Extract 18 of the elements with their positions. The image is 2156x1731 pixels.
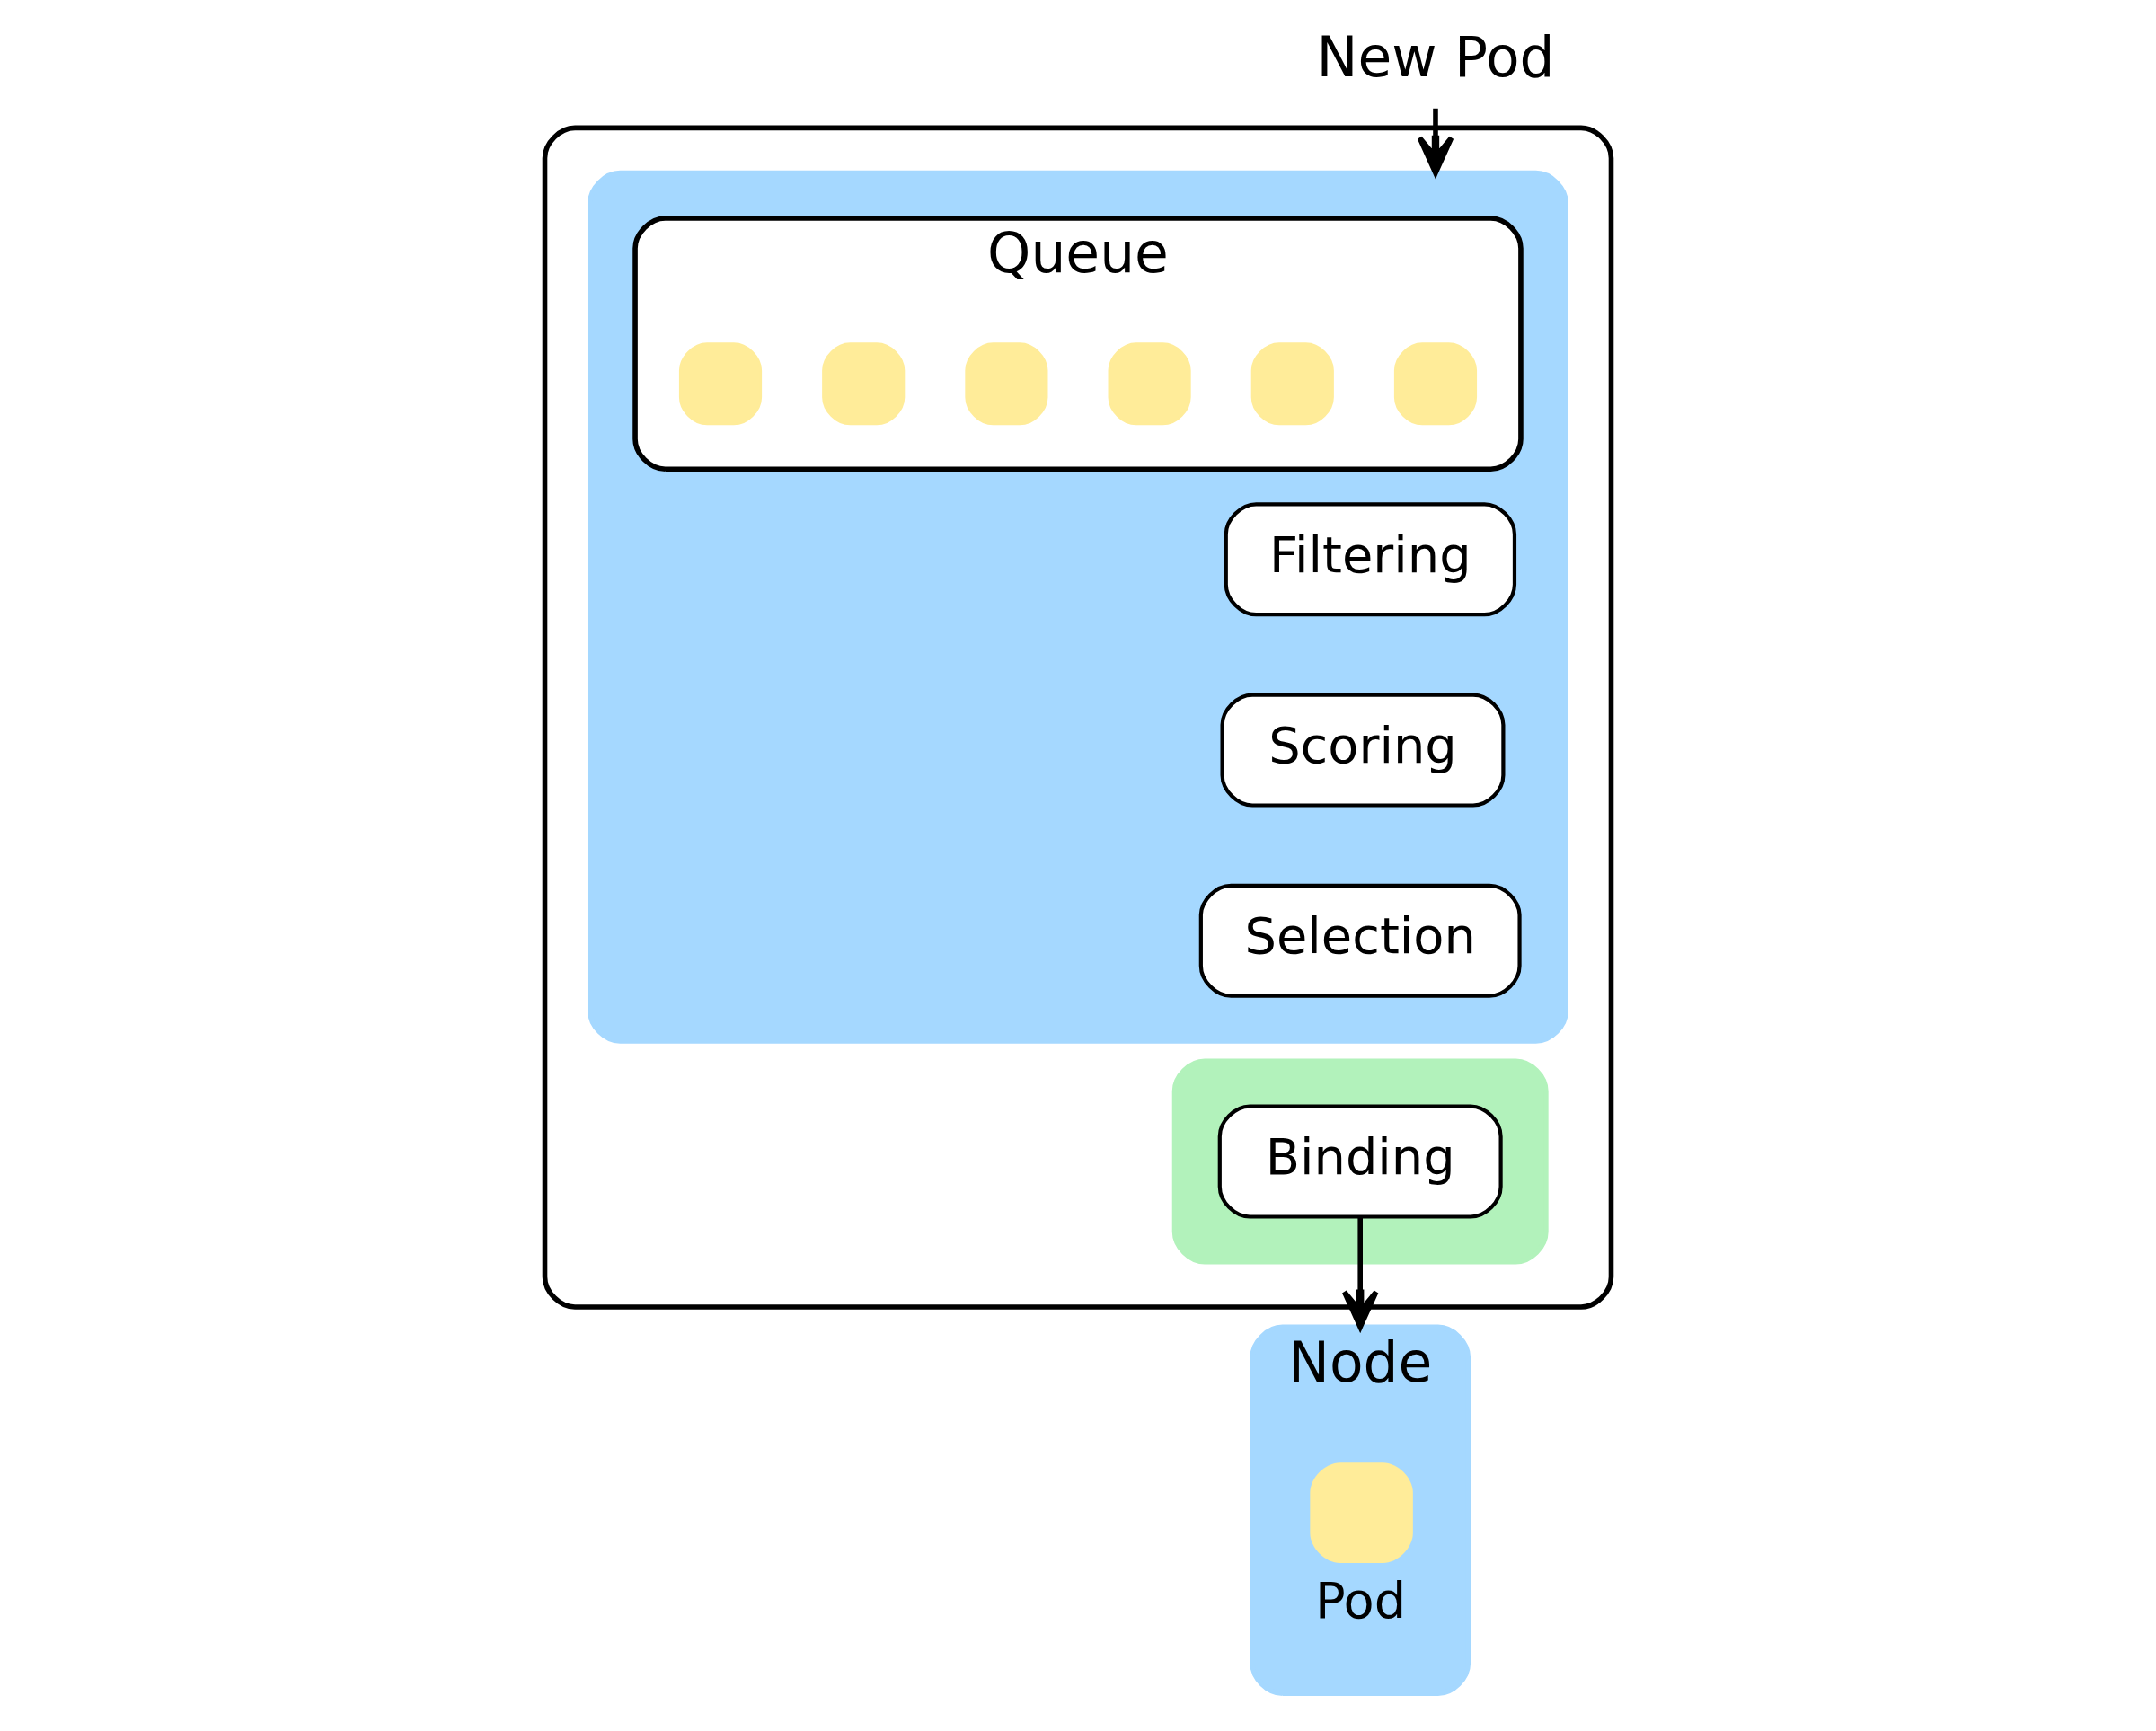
cluster [1171, 1058, 1549, 1265]
node-box [965, 342, 1048, 426]
node-box [1108, 342, 1191, 426]
arrow [1341, 1217, 1379, 1330]
node-box [1393, 342, 1478, 426]
node-box: Scoring [1220, 693, 1506, 808]
cluster [542, 125, 1614, 1310]
cluster: Queue [632, 216, 1524, 472]
node-box [822, 342, 906, 426]
node-box [1310, 1462, 1413, 1563]
node-box: Binding [1217, 1104, 1503, 1219]
node-text: New Pod [1316, 25, 1555, 90]
node-box: Filtering [1224, 502, 1517, 617]
node-box: Selection [1198, 883, 1522, 998]
node-label: Pod [1314, 1571, 1407, 1630]
node-box [678, 342, 763, 426]
cluster [588, 170, 1568, 1044]
node-box [1250, 342, 1334, 426]
